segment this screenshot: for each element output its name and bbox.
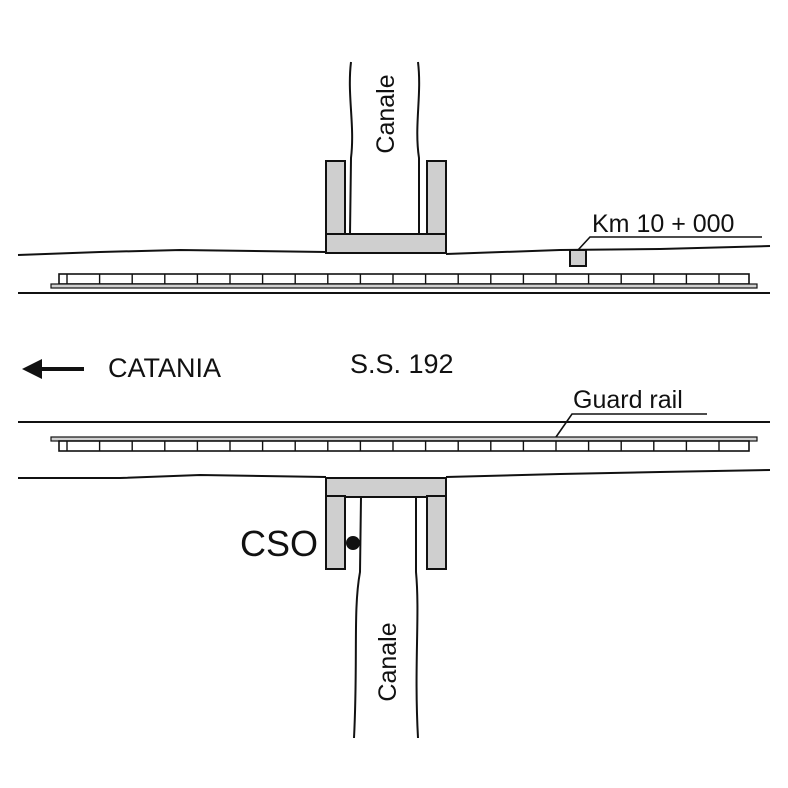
upper-guard-rail-base <box>50 283 758 289</box>
upper-headwall-right-wing <box>426 160 447 236</box>
km-marker-leader <box>577 236 762 251</box>
upper-terrain-line <box>17 245 771 256</box>
upper-headwall-left-wing <box>325 160 346 236</box>
lower-canal <box>353 496 419 739</box>
cso-point-icon <box>346 536 360 550</box>
lower-canal-label: Canale <box>374 622 402 701</box>
lower-headwall <box>325 477 447 570</box>
upper-canal-label: Canale <box>372 74 400 153</box>
lower-canal-right-bank <box>415 497 419 739</box>
lower-headwall-base <box>325 477 447 498</box>
upper-headwall-base <box>325 233 447 254</box>
upper-guard-rail <box>50 273 758 289</box>
upper-canal-left-bank <box>348 61 354 235</box>
km-marker-box <box>569 249 587 267</box>
guard-rail-label: Guard rail <box>573 386 683 414</box>
upper-canal-right-bank <box>416 61 421 234</box>
lower-headwall-right-wing <box>426 495 447 570</box>
lower-headwall-left-wing <box>325 495 346 570</box>
cso-label: CSO <box>240 523 318 564</box>
lower-canal-left-bank <box>353 496 362 739</box>
upper-guard-rail-beam <box>58 273 750 285</box>
upper-headwall <box>325 160 447 254</box>
lower-guard-rail <box>50 436 758 452</box>
lower-terrain-line <box>18 469 771 479</box>
road-label: S.S. 192 <box>350 349 454 379</box>
km-marker-label: Km 10 + 000 <box>592 210 734 238</box>
direction-arrow-icon <box>22 359 84 379</box>
upper-canal <box>348 61 421 235</box>
lower-guard-rail-beam <box>58 440 750 452</box>
guard-rail-leader <box>555 413 707 438</box>
direction-label: CATANIA <box>108 353 221 383</box>
